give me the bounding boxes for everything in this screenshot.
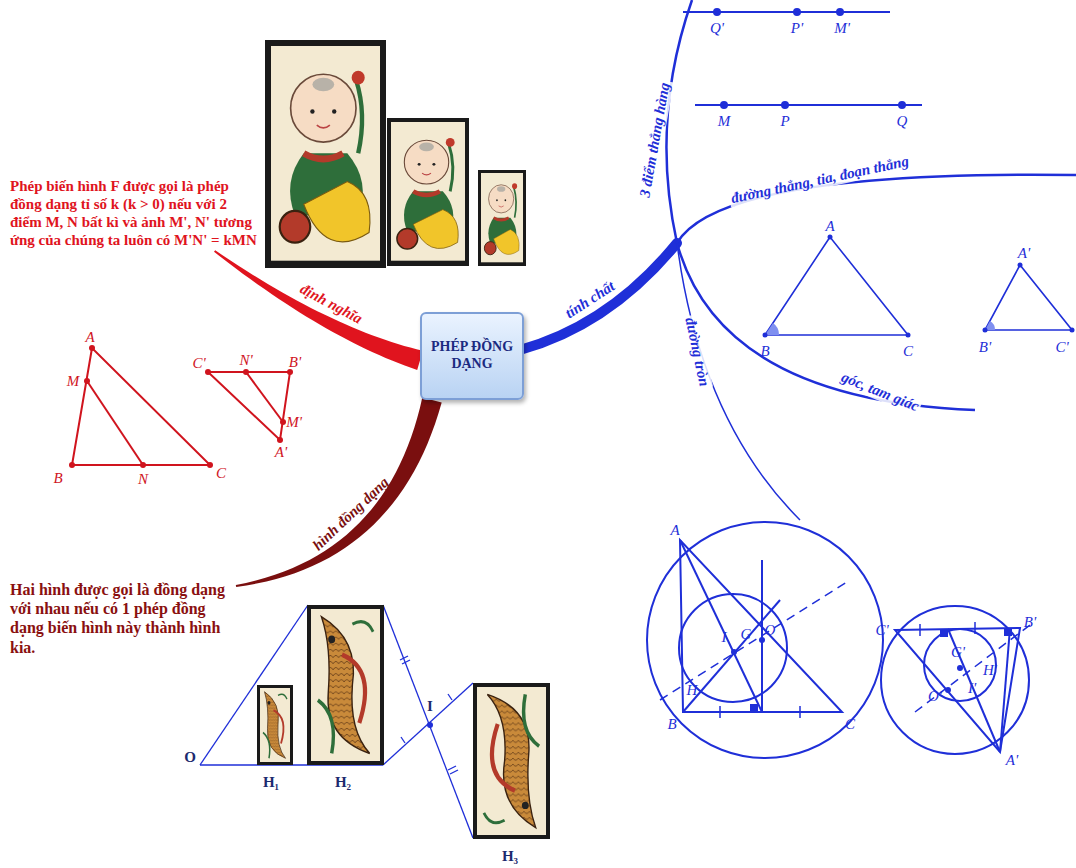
- point-label: B': [289, 354, 301, 371]
- point-label: O: [765, 622, 776, 639]
- point-label: B: [667, 716, 676, 733]
- point-label: B: [760, 343, 769, 360]
- point-label: A: [670, 522, 679, 539]
- point-label: A: [825, 218, 834, 235]
- point-label: A': [275, 444, 287, 461]
- point-label: H': [983, 662, 997, 679]
- point-label: C': [1055, 339, 1068, 356]
- point-label: A': [1018, 245, 1030, 262]
- point-label: I': [968, 680, 976, 697]
- point-label: A: [85, 329, 94, 346]
- figure-label: H₃: [502, 848, 518, 865]
- node-text: PHÉP ĐỒNG DẠNG: [426, 339, 518, 373]
- point-label: C: [903, 343, 913, 360]
- branch-connector: [236, 398, 442, 587]
- point-label: A': [1006, 752, 1018, 769]
- point-label: M': [834, 20, 850, 37]
- point-label: P': [791, 20, 803, 37]
- point-label: H: [687, 682, 698, 699]
- point-label: B': [1024, 614, 1036, 631]
- point-label: C: [845, 716, 855, 733]
- point-label: M: [718, 113, 731, 130]
- branch-connector: [214, 250, 423, 370]
- figure-label: H₂: [335, 774, 351, 791]
- definition-text: Phép biến hình F được gọi là phép đồng d…: [8, 175, 260, 251]
- similar-figures-text: Hai hình được gọi là đồng dạng với nhau …: [8, 578, 236, 659]
- point-label: O: [184, 749, 196, 766]
- point-label: B': [979, 339, 991, 356]
- point-label: M': [286, 414, 302, 431]
- point-label: C': [192, 355, 205, 372]
- point-label: Q: [897, 113, 908, 130]
- point-label: P: [780, 113, 789, 130]
- point-label: N: [138, 471, 148, 488]
- point-label: I: [427, 698, 433, 715]
- point-label: O': [928, 688, 942, 705]
- point-label: G': [951, 644, 965, 661]
- point-label: B: [53, 470, 62, 487]
- point-label: N': [239, 352, 252, 369]
- point-label: Q': [710, 20, 724, 37]
- branch-label: đường tròn: [681, 314, 713, 390]
- point-label: G: [741, 626, 752, 643]
- point-label: C: [216, 465, 226, 482]
- point-label: C': [875, 622, 888, 639]
- node-text: Phép biến hình F được gọi là phép đồng d…: [10, 177, 258, 249]
- central-book: PHÉP ĐỒNG DẠNG: [420, 312, 524, 400]
- figure-label: H₁: [263, 774, 279, 791]
- point-label: M: [67, 373, 80, 390]
- point-label: I: [722, 629, 727, 646]
- node-text: Hai hình được gọi là đồng dạng với nhau …: [10, 580, 234, 657]
